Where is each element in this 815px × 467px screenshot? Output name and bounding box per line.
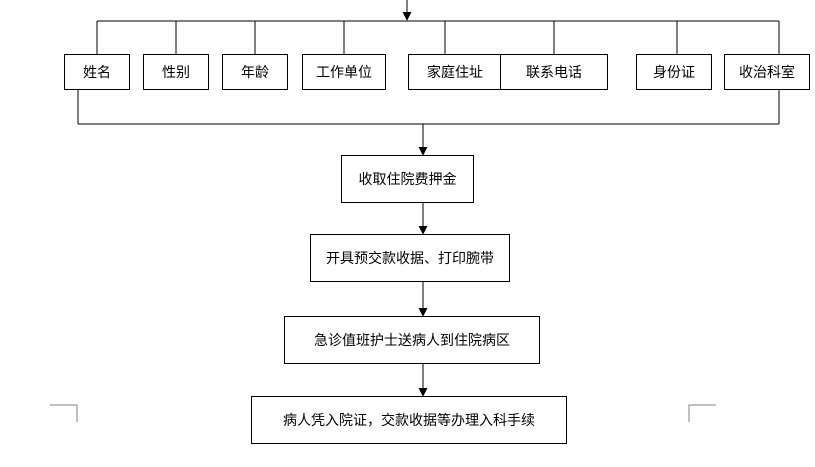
step-box-nurse-escort: 急诊值班护士送病人到住院病区 (284, 316, 540, 364)
field-box-home-address: 家庭住址 (408, 54, 502, 90)
field-label-workplace: 工作单位 (316, 65, 372, 81)
field-box-age: 年龄 (222, 54, 288, 90)
field-box-gender: 性别 (143, 54, 209, 90)
field-label-name: 姓名 (83, 65, 111, 81)
step-label-nurse-escort: 急诊值班护士送病人到住院病区 (314, 333, 510, 349)
field-label-phone: 联系电话 (526, 65, 582, 81)
field-label-home-address: 家庭住址 (427, 65, 483, 81)
step-label-ward-admission: 病人凭入院证，交款收据等办理入科手续 (283, 413, 535, 429)
page-corner-mark-left (50, 404, 78, 422)
field-box-name: 姓名 (64, 54, 130, 90)
field-box-id-card: 身份证 (636, 54, 712, 90)
field-box-workplace: 工作单位 (302, 54, 386, 90)
step-box-collect-deposit: 收取住院费押金 (341, 155, 474, 203)
field-box-phone: 联系电话 (500, 54, 608, 90)
field-label-gender: 性别 (162, 65, 190, 81)
step-box-issue-receipt: 开具预交款收据、打印腕带 (310, 234, 510, 282)
field-label-admitting-department: 收治科室 (739, 65, 795, 81)
page-corner-mark-right (688, 404, 716, 422)
step-label-issue-receipt: 开具预交款收据、打印腕带 (326, 251, 494, 267)
step-label-collect-deposit: 收取住院费押金 (358, 172, 457, 188)
step-box-ward-admission: 病人凭入院证，交款收据等办理入科手续 (251, 396, 567, 444)
field-label-age: 年龄 (241, 65, 269, 81)
field-label-id-card: 身份证 (653, 65, 695, 81)
field-box-admitting-department: 收治科室 (724, 54, 810, 90)
